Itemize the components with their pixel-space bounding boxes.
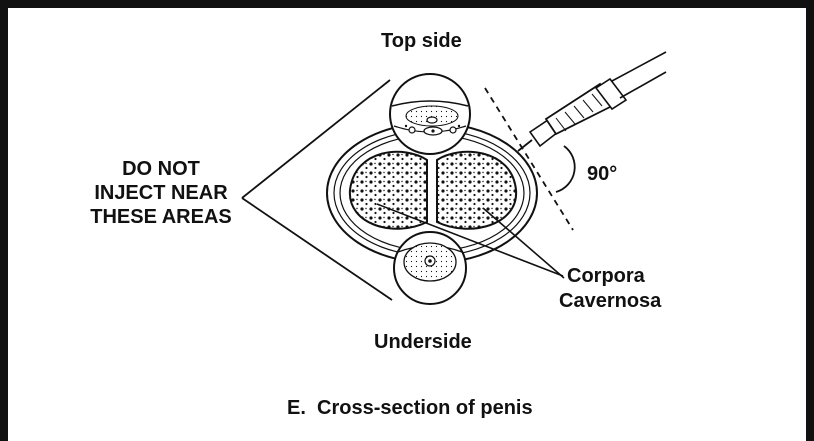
syringe-icon [518,52,666,151]
top-side-label: Top side [381,29,462,53]
corpora-label: Corpora [567,264,645,288]
warning-text: DO NOT INJECT NEAR THESE AREAS [66,157,256,229]
underside-circle [394,232,466,304]
warning-line-3: THESE AREAS [66,205,256,229]
figure-caption: E. Cross-section of penis [287,396,533,420]
warning-line-1: DO NOT [66,157,256,181]
angle-arc [556,146,575,192]
warning-line-2: INJECT NEAR [66,181,256,205]
angle-label: 90° [587,162,617,186]
cavernosa-label: Cavernosa [559,289,661,313]
top-side-circle [390,74,470,154]
underside-label: Underside [374,330,472,354]
